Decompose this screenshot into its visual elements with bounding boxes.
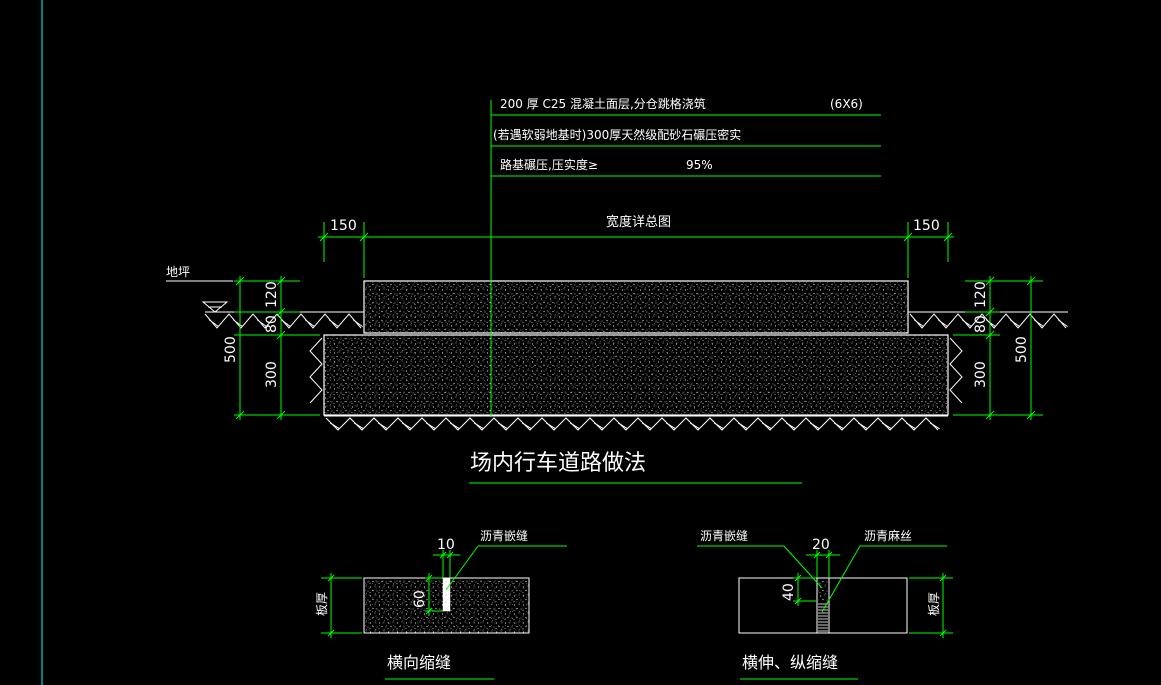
soil-hatch-tick	[761, 422, 772, 430]
layer-callout-subgrade: 路基碾压,压实度≥	[500, 157, 598, 172]
compaction-value: 95%	[686, 158, 713, 172]
soil-hatch-tick	[208, 319, 219, 328]
soil-hatch-tick	[985, 319, 996, 328]
right-surface-dim: 120	[973, 281, 989, 308]
soil-hatch-tick	[401, 422, 412, 430]
soil-hatch-line	[325, 417, 939, 431]
left-dimensions	[234, 276, 320, 420]
transverse-joint-title: 横向缩缝	[387, 653, 451, 672]
callout-underlines	[491, 114, 881, 177]
soil-hatch-tick	[328, 319, 339, 328]
soil-hatch	[204, 311, 1068, 431]
soil-hatch-tick	[617, 422, 628, 430]
section-title: 场内行车道路做法	[470, 451, 646, 476]
left-surface-dim: 120	[264, 281, 280, 308]
right-step-dim: 80	[973, 315, 989, 333]
expansion-joint-title: 横伸、纵缩缝	[742, 653, 838, 672]
soil-hatch-tick	[737, 422, 748, 430]
layer-callout-surface: 200 厚 C25 混凝土面层,分仓跳格浇筑	[500, 96, 706, 111]
soil-hatch-tick	[545, 422, 556, 430]
soil-hatch-side	[309, 337, 323, 404]
soil-hatch-tick	[449, 422, 460, 430]
right-offset-dim: 150	[913, 218, 940, 234]
expansion-slab-thickness-label: 板厚	[927, 592, 941, 616]
soil-hatch-tick	[232, 319, 243, 328]
soil-hatch-tick	[280, 319, 291, 328]
top-dimension	[318, 222, 954, 278]
soil-hatch-tick	[713, 422, 724, 430]
left-offset-dim: 150	[330, 218, 357, 234]
right-total-dim: 500	[1014, 336, 1030, 363]
width-note: 宽度详总图	[606, 214, 671, 230]
soil-hatch-side	[949, 337, 963, 404]
soil-hatch-tick	[913, 319, 924, 328]
soil-hatch-tick	[353, 422, 364, 430]
expansion-joint-dims	[697, 545, 953, 638]
soil-hatch-tick	[256, 319, 267, 328]
ground-level-marker	[166, 280, 233, 313]
soil-hatch-tick	[809, 422, 820, 430]
expansion-joint-filler-label: 沥青麻丝	[864, 528, 912, 543]
soil-hatch-tick	[377, 422, 388, 430]
soil-hatch-tick	[905, 422, 916, 430]
soil-hatch-tick	[961, 319, 972, 328]
soil-hatch-tick	[1057, 319, 1068, 328]
expansion-joint-fill-label: 沥青嵌缝	[700, 528, 748, 543]
ground-label: 地坪	[166, 265, 190, 279]
left-total-dim: 500	[223, 336, 239, 363]
expansion-joint-depth: 40	[781, 583, 797, 601]
right-dimensions	[953, 276, 1043, 420]
soil-hatch-tick	[857, 422, 868, 430]
transverse-joint-dims	[321, 545, 567, 638]
transverse-joint-fill-label: 沥青嵌缝	[480, 528, 528, 543]
transverse-joint-depth: 60	[412, 590, 428, 608]
soil-hatch-tick	[593, 422, 604, 430]
soil-hatch-tick	[929, 422, 940, 430]
expansion-joint-width: 20	[812, 537, 830, 553]
left-step-dim: 80	[264, 315, 280, 333]
expansion-joint-detail[interactable]: 20 40 沥青嵌缝 沥青麻丝 板厚 横伸、纵缩缝	[697, 528, 953, 680]
right-base-dim: 300	[973, 361, 989, 388]
soil-hatch-tick	[473, 422, 484, 430]
soil-hatch-tick	[881, 422, 892, 430]
soil-hatch-tick	[1033, 319, 1044, 328]
soil-hatch-tick	[304, 319, 315, 328]
road-section-drawing[interactable]: 200 厚 C25 混凝土面层,分仓跳格浇筑 (6X6) (若遇软弱地基时)30…	[166, 96, 1068, 484]
soil-hatch-tick	[833, 422, 844, 430]
layer-callout-base: (若遇软弱地基时)300厚天然级配砂石碾压密实	[493, 127, 741, 142]
soil-hatch-tick	[1009, 319, 1020, 328]
soil-hatch-tick	[665, 422, 676, 430]
transverse-joint-detail[interactable]: 10 60 沥青嵌缝 板厚 横向缩缝	[315, 528, 567, 680]
transverse-slab-thickness-label: 板厚	[315, 592, 329, 616]
panel-size-label: (6X6)	[830, 97, 863, 111]
soil-hatch-tick	[785, 422, 796, 430]
soil-hatch-tick	[521, 422, 532, 430]
soil-hatch-tick	[329, 422, 340, 430]
soil-hatch-tick	[352, 319, 363, 328]
transverse-joint-width: 10	[437, 537, 455, 553]
soil-hatch-tick	[497, 422, 508, 430]
left-base-dim: 300	[264, 361, 280, 388]
soil-hatch-tick	[641, 422, 652, 430]
soil-hatch-tick	[569, 422, 580, 430]
soil-hatch-tick	[425, 422, 436, 430]
soil-hatch-tick	[689, 422, 700, 430]
soil-hatch-tick	[937, 319, 948, 328]
